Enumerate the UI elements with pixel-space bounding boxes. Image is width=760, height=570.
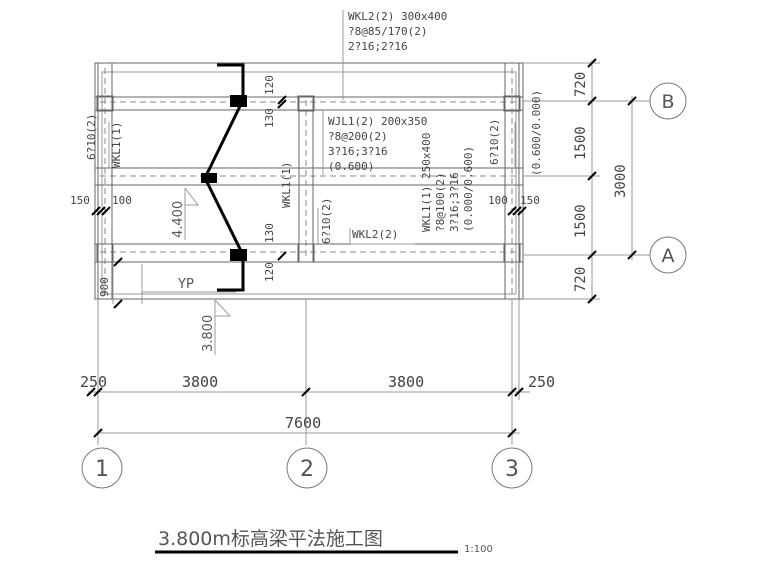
dim-right-1500-top: 1500 xyxy=(573,126,589,160)
wjl1-line1: WJL1(2) 200x350 xyxy=(328,115,427,128)
dim-130-bottom: 130 xyxy=(263,223,276,243)
axis-bubble-3: 3 xyxy=(491,447,533,489)
axis-1-label: 1 xyxy=(95,457,109,482)
frame-lines xyxy=(94,62,650,300)
elevation-marker-4400: 4.400 xyxy=(171,187,200,240)
dim-bottom-total: 7600 xyxy=(285,414,321,432)
wjl1-line4: (0.600) xyxy=(328,160,374,173)
dim-900: 900 xyxy=(98,277,111,297)
dim-left-150: 150 xyxy=(70,194,90,207)
elevation-4400-label: 4.400 xyxy=(171,201,186,238)
dim-bottom-250-right: 250 xyxy=(528,373,555,391)
wkl2-top-line1: WKL2(2) 300x400 xyxy=(348,10,447,23)
right-elevation-label: (0.600/0.000) xyxy=(530,90,543,176)
left-rebar-label: 6?10(2) xyxy=(85,114,98,160)
dim-130-top: 130 xyxy=(263,108,276,128)
dim-right-1500-bottom: 1500 xyxy=(573,204,589,238)
wkl1-mid-line1: WKL1(1) 250x400 xyxy=(420,133,433,232)
center-rebar-label: 6?10(2) xyxy=(320,198,333,244)
dim-right-720-bottom: 720 xyxy=(573,267,589,292)
wjl1-line2: ?8@200(2) xyxy=(328,130,388,143)
dim-right-150: 150 xyxy=(520,194,540,207)
dim-120-bottom: 120 xyxy=(263,262,276,282)
yp-label: YP xyxy=(177,277,194,292)
drawing-title: 3.800m标高梁平法施工图 xyxy=(158,528,383,550)
wkl2-top-line2: ?8@85/170(2) xyxy=(348,25,427,38)
wkl1-mid-line2: ?8@100(2) xyxy=(434,172,447,232)
right-rebar-label: 6?10(2) xyxy=(488,119,501,165)
axis-bubble-a: A xyxy=(649,236,687,274)
dim-bottom-3800-left: 3800 xyxy=(182,373,218,391)
dim-120-top: 120 xyxy=(263,75,276,95)
drawing-scale: 1:100 xyxy=(464,544,493,555)
dim-right-100: 100 xyxy=(488,194,508,207)
left-beam-label: WKL1(1) xyxy=(110,122,123,168)
yp-region: YP xyxy=(141,264,236,304)
bottom-dimension-chain: 250 3800 3800 250 7600 xyxy=(80,299,555,445)
wkl2-bottom-label: WKL2(2) xyxy=(352,228,398,241)
dim-right-720-top: 720 xyxy=(573,72,589,97)
axis-a-label: A xyxy=(662,245,675,267)
dim-left-100: 100 xyxy=(112,194,132,207)
wjl1-line3: 3?16;3?16 xyxy=(328,145,388,158)
beam-small-labels: 6?10(2) WKL1(1) WKL1(1) 6?10(2) 6?10(2) … xyxy=(85,90,543,245)
axis-bubble-1: 1 xyxy=(81,447,123,489)
small-dimensions: 120 130 130 120 150 100 100 150 900 xyxy=(70,75,540,309)
axis-3-label: 3 xyxy=(505,457,519,482)
axis-b-label: B xyxy=(661,91,674,113)
elevation-marker-3800: 3.800 xyxy=(201,299,232,355)
bold-profile xyxy=(201,63,247,292)
wkl2-top-annotation: WKL2(2) 300x400 ?8@85/170(2) 2?16;2?16 xyxy=(342,10,447,100)
wkl1-mid-line4: (0.000/0.600) xyxy=(462,146,475,232)
elevation-3800-label: 3.800 xyxy=(201,315,216,352)
dim-bottom-3800-right: 3800 xyxy=(388,373,424,391)
drawing-title-block: 3.800m标高梁平法施工图 1:100 xyxy=(155,528,493,555)
wkl1-mid-line3: 3?16;3?16 xyxy=(448,172,461,232)
axis-2-label: 2 xyxy=(300,457,314,482)
dim-right-total: 3000 xyxy=(613,164,629,198)
axis-bubble-2: 2 xyxy=(286,447,328,489)
wkl2-top-line3: 2?16;2?16 xyxy=(348,40,408,53)
dim-bottom-250-left: 250 xyxy=(80,373,107,391)
wkl1-mid-annotation: WKL1(1) 250x400 ?8@100(2) 3?16;3?16 (0.0… xyxy=(420,133,475,232)
wjl1-annotation: WJL1(2) 200x350 ?8@200(2) 3?16;3?16 (0.6… xyxy=(322,110,427,175)
right-dimension-chain: 720 1500 1500 720 3000 xyxy=(573,58,637,304)
axis-bubble-b: B xyxy=(649,82,687,120)
center-beam-label: WKL1(1) xyxy=(280,162,293,208)
